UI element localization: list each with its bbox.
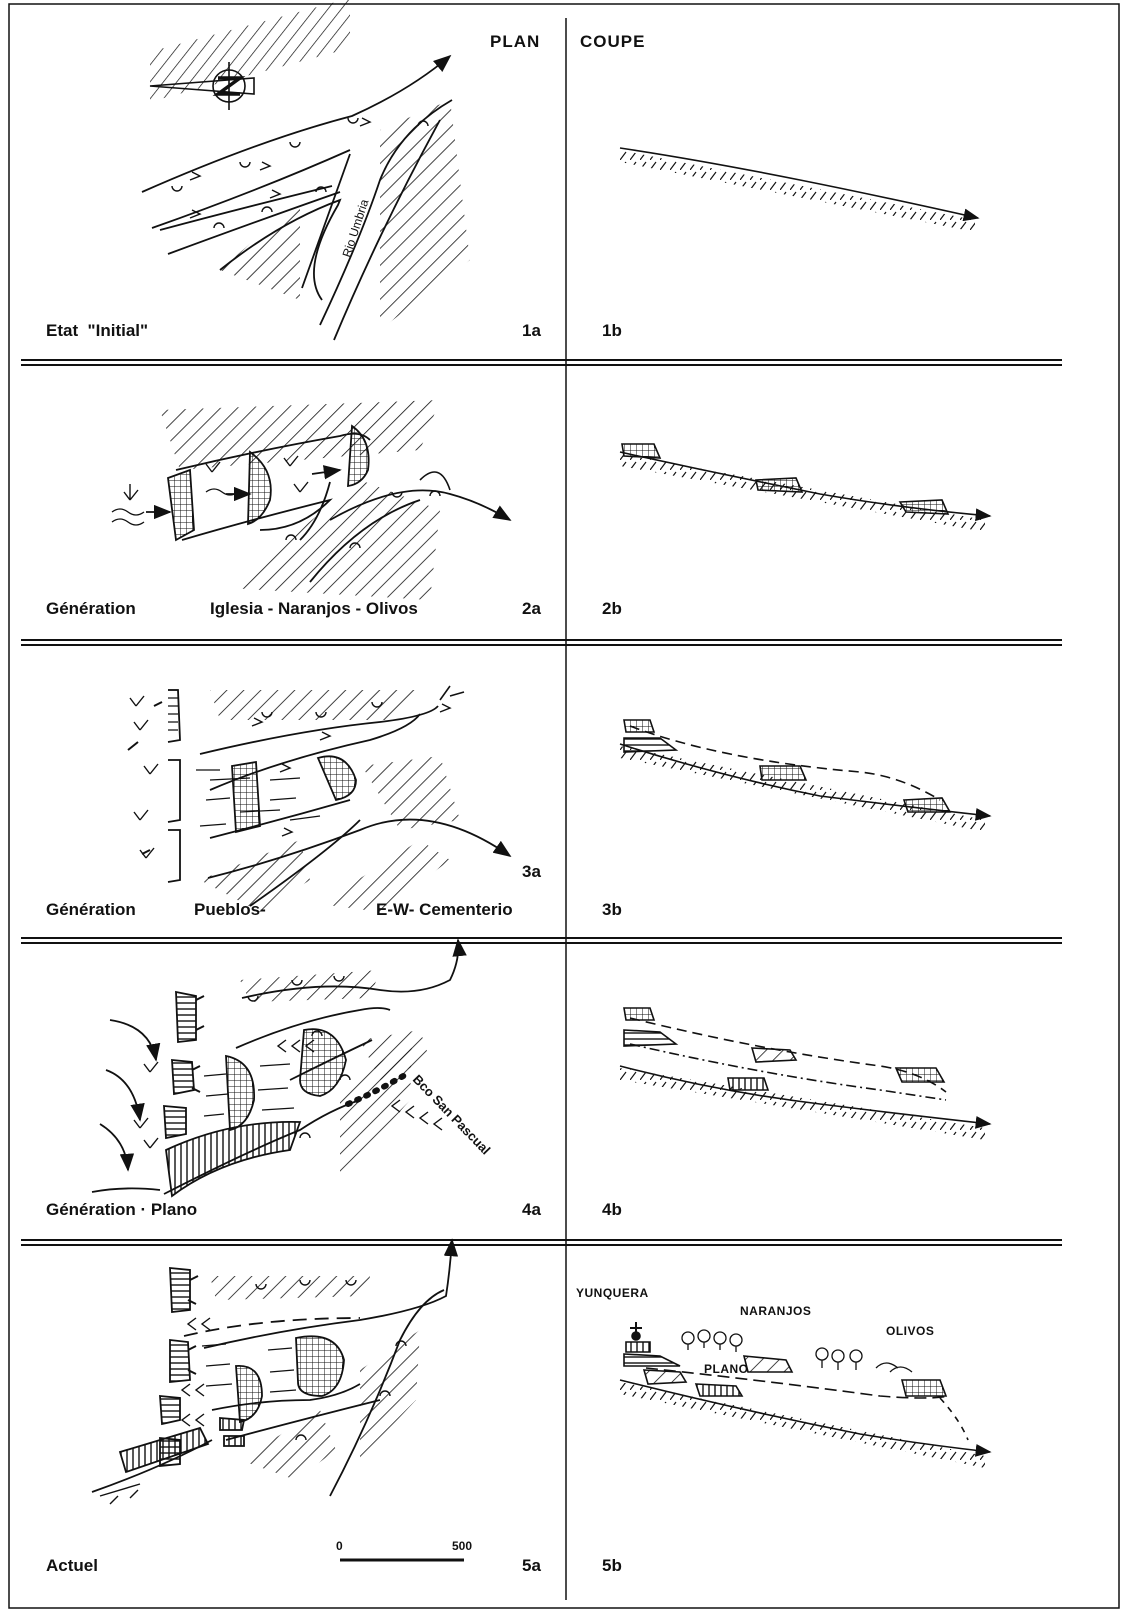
scale-bar: 0 500	[336, 1539, 472, 1560]
label-3a: 3a	[522, 862, 541, 882]
plan-2a	[112, 400, 510, 600]
coupe-4b	[620, 1008, 990, 1140]
caption-4: Génération · Plano	[46, 1200, 197, 1220]
label-2b: 2b	[602, 599, 622, 619]
caption-1: Etat "Initial"	[46, 321, 148, 341]
coupe-5b	[620, 1322, 990, 1468]
caption-2a: Génération	[46, 599, 136, 619]
plan-5a	[92, 1240, 452, 1504]
orchard-icon	[682, 1330, 742, 1352]
label-1b: 1b	[602, 321, 622, 341]
caption-3c: E-W- Cementerio	[376, 900, 513, 920]
label-4b: 4b	[602, 1200, 622, 1220]
coupe-2b	[620, 444, 990, 532]
river-label: Rio Umbria	[340, 197, 372, 259]
plano-label: PLANO	[704, 1362, 749, 1376]
coupe-3b	[620, 720, 990, 832]
caption-5: Actuel	[46, 1556, 98, 1576]
label-5b: 5b	[602, 1556, 622, 1576]
scale-end: 500	[452, 1539, 472, 1553]
plan-header: PLAN	[490, 32, 540, 52]
olivos-label: OLIVOS	[886, 1324, 934, 1338]
caption-2b: Iglesia - Naranjos - Olivos	[210, 599, 418, 619]
coupe-1b	[620, 148, 978, 232]
plan-3a	[128, 686, 510, 912]
olive-tree-icon	[816, 1348, 912, 1372]
caption-3a: Génération	[46, 900, 136, 920]
label-3b: 3b	[602, 900, 622, 920]
scale-start: 0	[336, 1539, 343, 1553]
plan-1a: Rio Umbria	[142, 0, 470, 340]
label-2a: 2a	[522, 599, 541, 619]
label-1a: 1a	[522, 321, 541, 341]
town-label: YUNQUERA	[576, 1286, 649, 1300]
label-5a: 5a	[522, 1556, 541, 1576]
plan-4a: Bco San Pascual	[92, 940, 493, 1196]
naranjos-label: NARANJOS	[740, 1304, 811, 1318]
barranco-label: Bco San Pascual	[410, 1072, 494, 1158]
label-4a: 4a	[522, 1200, 541, 1220]
church-icon	[626, 1342, 650, 1352]
coupe-header: COUPE	[580, 32, 645, 52]
caption-3b: Pueblos-	[194, 900, 266, 920]
